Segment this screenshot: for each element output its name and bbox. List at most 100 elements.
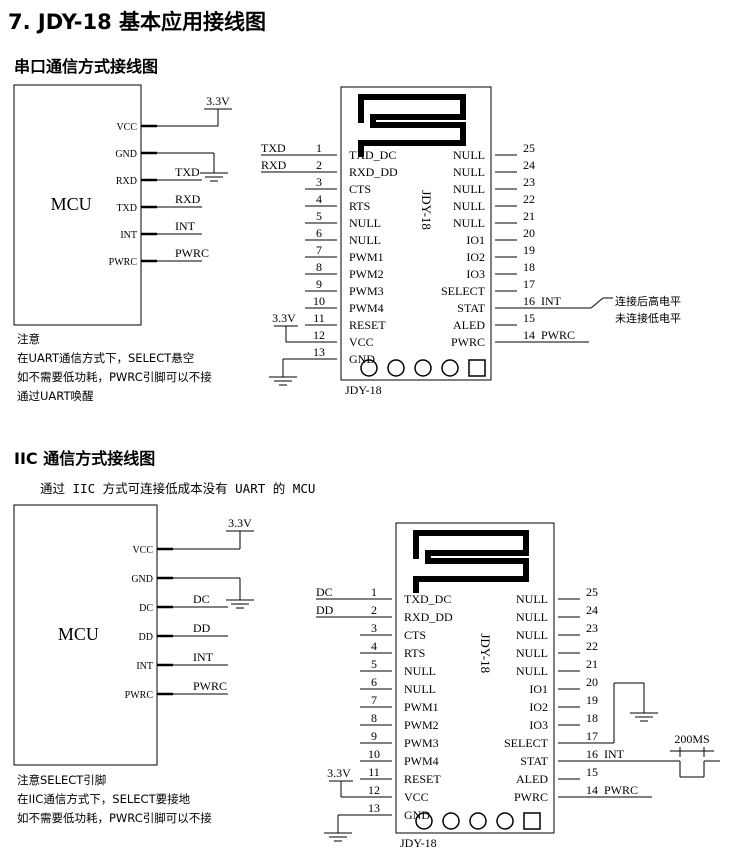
stat-step xyxy=(590,297,604,309)
module-pin-number: 24 xyxy=(523,158,535,172)
module-pin-number: 7 xyxy=(316,243,322,257)
module-pin-number: 1 xyxy=(371,585,377,599)
module-pin-number: 14 xyxy=(523,328,535,342)
iic-note-line: 如不需要低功耗，PWRC引脚可以不接 xyxy=(17,811,212,825)
module-pin-number: 9 xyxy=(371,729,377,743)
module-pin-number: 21 xyxy=(523,209,535,223)
pad-square xyxy=(468,359,486,377)
module-pin-number: 10 xyxy=(368,747,380,761)
module-pin-name: NULL xyxy=(349,216,381,230)
module-pin-number: 5 xyxy=(316,209,322,223)
uart-heading: 串口通信方式接线图 xyxy=(14,57,159,76)
iic-heading: IIC 通信方式接线图 xyxy=(14,449,156,468)
module-pin-name: RTS xyxy=(349,199,370,213)
module-pin-number: 4 xyxy=(316,192,322,206)
iic-note-line: 在IIC通信方式下，SELECT要接地 xyxy=(17,792,191,806)
module-pin-name: ALED xyxy=(516,772,548,786)
uart-note-line: 如不需要低功耗，PWRC引脚可以不接 xyxy=(17,370,212,384)
module-pin-name: NULL xyxy=(453,182,485,196)
pad-circle xyxy=(387,359,405,377)
module-pin-name: NULL xyxy=(516,646,548,660)
module-pin-number: 25 xyxy=(523,141,535,155)
module-pin-number: 1 xyxy=(316,141,322,155)
module-pin-name: IO2 xyxy=(466,250,485,264)
uart-note-line: 在UART通信方式下，SELECT悬空 xyxy=(17,351,195,365)
module-pin-number: 23 xyxy=(523,175,535,189)
module-pin-number: 6 xyxy=(371,675,377,689)
mcu-pin-label: DD xyxy=(139,632,153,643)
module-pin-number: 2 xyxy=(371,603,377,617)
module-pin-name: VCC xyxy=(349,335,374,349)
module-pin-number: 8 xyxy=(316,260,322,274)
module-pin-number: 2 xyxy=(316,158,322,172)
mcu-block xyxy=(13,84,142,326)
module-pin-name: PWM2 xyxy=(404,718,439,732)
iic-subheading: 通过 IIC 方式可连接低成本没有 UART 的 MCU xyxy=(40,481,316,496)
stat-net-label: INT xyxy=(541,294,562,308)
mcu-pin-label: VCC xyxy=(116,122,137,133)
module-pin-name: NULL xyxy=(453,216,485,230)
module-pin-number: 18 xyxy=(586,711,598,725)
module-pin-name: NULL xyxy=(516,592,548,606)
pad-circle xyxy=(496,812,514,830)
module-name: JDY-18 xyxy=(345,383,382,397)
module-pin-name: RXD_DD xyxy=(349,165,398,179)
mcu-pin-label: DC xyxy=(139,603,153,614)
net-label: DD xyxy=(193,621,211,635)
module-pin-name: IO1 xyxy=(529,682,548,696)
module-pin-number: 20 xyxy=(523,226,535,240)
module-pin-name: IO3 xyxy=(466,267,485,281)
module-pin-number: 15 xyxy=(586,765,598,779)
module-name: JDY-18 xyxy=(400,836,437,850)
iic-note-line: 注意SELECT引脚 xyxy=(17,773,107,787)
module-supply-label: 3.3V xyxy=(272,311,296,325)
module-pin-name: PWM1 xyxy=(404,700,439,714)
module-pin-number: 10 xyxy=(313,294,325,308)
module-pin-number: 12 xyxy=(368,783,380,797)
module-net-label: DD xyxy=(316,603,334,617)
pad-circle xyxy=(415,812,433,830)
module-pin-name: TXD_DC xyxy=(404,592,451,606)
uart-note-line: 通过UART唤醒 xyxy=(17,389,94,403)
module-pin-number: 18 xyxy=(523,260,535,274)
module-pin-name: IO1 xyxy=(466,233,485,247)
module-pin-name: SELECT xyxy=(504,736,549,750)
module-pin-name: IO2 xyxy=(529,700,548,714)
module-pin-number: 13 xyxy=(313,345,325,359)
module-pin-name: PWRC xyxy=(451,335,485,349)
net-label: TXD xyxy=(175,165,200,179)
module-pin-name: IO3 xyxy=(529,718,548,732)
module-pin-name: NULL xyxy=(453,199,485,213)
stat-note: 连接后高电平 xyxy=(615,294,681,308)
module-pin-name: NULL xyxy=(516,664,548,678)
module-vertical-label: JDY-18 xyxy=(478,633,493,673)
pad-circle xyxy=(469,812,487,830)
module-pin-name: GND xyxy=(404,808,430,822)
net-label: PWRC xyxy=(175,246,209,260)
module-pin-name: SELECT xyxy=(441,284,486,298)
pwrc-net-label: PWRC xyxy=(541,328,575,342)
pad-circle xyxy=(414,359,432,377)
module-vertical-label: JDY-18 xyxy=(419,190,434,230)
mcu-pin-label: TXD xyxy=(116,203,137,214)
module-pin-name: NULL xyxy=(516,610,548,624)
net-label: INT xyxy=(193,650,214,664)
module-pin-number: 5 xyxy=(371,657,377,671)
mcu-label: MCU xyxy=(58,624,99,644)
module-pin-name: RTS xyxy=(404,646,425,660)
module-pin-number: 13 xyxy=(368,801,380,815)
module-pin-number: 15 xyxy=(523,311,535,325)
module-outline xyxy=(340,86,492,381)
mcu-pin-label: INT xyxy=(120,230,137,241)
module-pin-number: 19 xyxy=(586,693,598,707)
module-pin-name: PWM2 xyxy=(349,267,384,281)
net-label: INT xyxy=(175,219,196,233)
module-pin-number: 8 xyxy=(371,711,377,725)
module-pin-number: 21 xyxy=(586,657,598,671)
module-pin-name: CTS xyxy=(404,628,426,642)
module-pin-number: 7 xyxy=(371,693,377,707)
module-pin-number: 20 xyxy=(586,675,598,689)
module-pin-number: 9 xyxy=(316,277,322,291)
